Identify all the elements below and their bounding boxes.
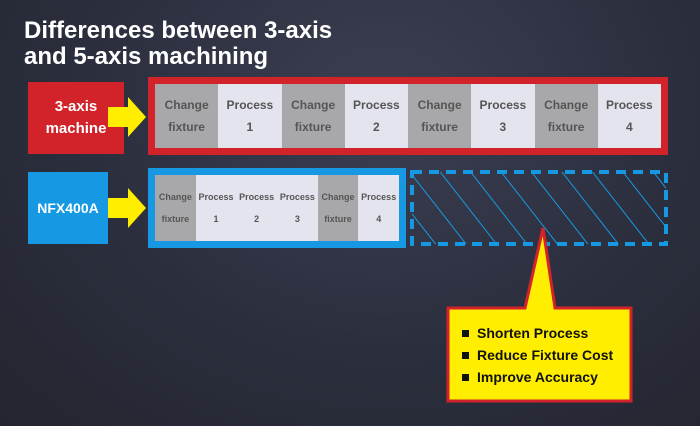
title-line-1: Differences between 3-axis bbox=[24, 17, 333, 44]
three-axis-step: Process 1 bbox=[218, 84, 282, 148]
step-line-2: fixture bbox=[294, 120, 332, 134]
step-line-1: Change bbox=[321, 192, 355, 202]
three-axis-step: Change fixture bbox=[155, 84, 219, 148]
five-axis-label-text: NFX400A bbox=[37, 200, 99, 216]
square-bullet-icon bbox=[462, 351, 469, 359]
five-axis-arrow-icon bbox=[108, 188, 146, 228]
step-line-1: Change bbox=[291, 98, 336, 112]
three-axis-step: Process 3 bbox=[471, 84, 535, 148]
benefit-item: Improve Accuracy bbox=[462, 366, 613, 388]
step-line-1: Change bbox=[417, 98, 462, 112]
step-line-1: Process bbox=[239, 192, 275, 202]
step-line-2: fixture bbox=[161, 214, 190, 224]
benefit-item: Shorten Process bbox=[462, 322, 613, 344]
benefits-list: Shorten Process Reduce Fixture Cost Impr… bbox=[462, 322, 613, 388]
step-line-2: fixture bbox=[168, 120, 205, 134]
step-line-1: Change bbox=[544, 98, 589, 112]
step-line-1: Change bbox=[158, 192, 192, 202]
step-line-1: Process bbox=[361, 192, 397, 202]
page-title: Differences between 3-axis and 5-axis ma… bbox=[24, 18, 332, 70]
three-axis-arrow-icon bbox=[108, 97, 146, 137]
step-line-2: fixture bbox=[324, 214, 352, 224]
step-line-2: 1 bbox=[213, 214, 219, 224]
three-axis-step: Process 2 bbox=[344, 84, 408, 148]
title-line-2: and 5-axis machining bbox=[24, 43, 269, 70]
five-axis-steps: Change fixture Process 1 Process 2 Proce… bbox=[148, 168, 406, 248]
step-line-2: 3 bbox=[499, 120, 507, 134]
step-line-1: Process bbox=[606, 98, 653, 112]
five-axis-step: Change fixture bbox=[317, 175, 359, 241]
benefits-callout bbox=[446, 227, 633, 403]
three-axis-label-line-2: machine bbox=[45, 120, 107, 137]
step-line-1: Process bbox=[279, 192, 315, 202]
five-axis-label: NFX400A bbox=[28, 172, 108, 244]
five-axis-step: Change fixture bbox=[155, 175, 196, 241]
step-line-2: 4 bbox=[626, 120, 633, 134]
benefit-text: Shorten Process bbox=[477, 325, 589, 341]
five-axis-step: Process 4 bbox=[358, 175, 400, 241]
five-axis-step: Process 3 bbox=[277, 175, 318, 241]
time-saved-hatched-area bbox=[410, 170, 668, 246]
three-axis-step: Change fixture bbox=[534, 84, 598, 148]
step-line-2: 2 bbox=[254, 214, 260, 224]
three-axis-step: Change fixture bbox=[281, 84, 345, 148]
step-line-1: Process bbox=[479, 98, 527, 112]
step-line-1: Change bbox=[164, 98, 209, 112]
step-line-1: Process bbox=[353, 98, 400, 112]
step-line-2: 1 bbox=[246, 120, 254, 134]
three-axis-steps: Change fixture Process 1 Change fixture … bbox=[148, 77, 668, 155]
step-line-2: fixture bbox=[421, 120, 458, 134]
step-line-1: Process bbox=[226, 98, 274, 112]
benefit-text: Improve Accuracy bbox=[477, 369, 598, 385]
step-line-2: fixture bbox=[547, 120, 585, 134]
five-axis-step: Process 2 bbox=[236, 175, 278, 241]
step-line-2: 3 bbox=[294, 214, 300, 224]
square-bullet-icon bbox=[462, 373, 469, 381]
step-line-2: 4 bbox=[376, 214, 382, 224]
three-axis-step: Process 4 bbox=[597, 84, 661, 148]
step-line-1: Process bbox=[198, 192, 234, 202]
step-line-2: 2 bbox=[373, 120, 380, 134]
three-axis-step: Change fixture bbox=[408, 84, 472, 148]
square-bullet-icon bbox=[462, 329, 469, 337]
five-axis-step: Process 1 bbox=[195, 175, 237, 241]
benefit-text: Reduce Fixture Cost bbox=[477, 347, 614, 363]
benefit-item: Reduce Fixture Cost bbox=[462, 344, 613, 366]
three-axis-label-line-1: 3-axis bbox=[54, 98, 98, 115]
